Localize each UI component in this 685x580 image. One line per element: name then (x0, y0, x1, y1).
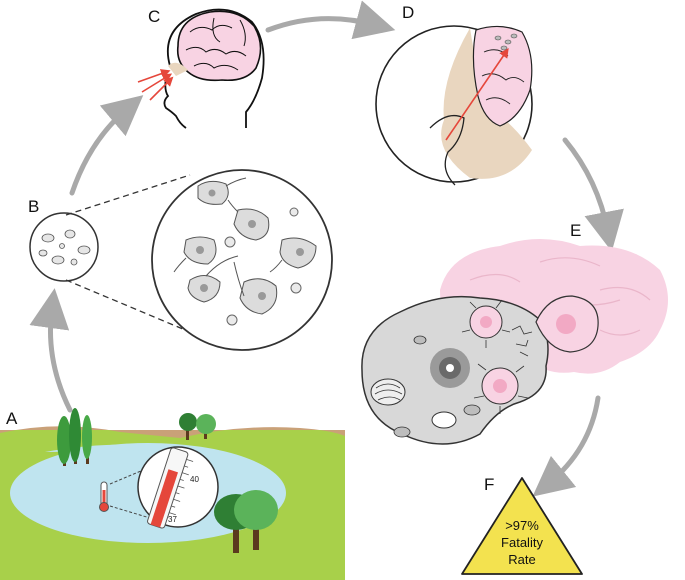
arrow-d-to-e (562, 137, 624, 252)
arrow-c-to-d (265, 0, 396, 40)
arrow-e-to-f (532, 395, 601, 497)
warning-triangle (461, 477, 583, 575)
brain-c (176, 10, 262, 82)
round-trees-back (179, 413, 216, 440)
migration-arrow (445, 48, 509, 141)
panel-label-b: B (28, 197, 39, 216)
vacuole (431, 411, 457, 429)
round-trees-front (214, 490, 278, 553)
panel-label-c: C (148, 7, 160, 26)
lake-landscape: 40 37 (0, 408, 345, 580)
sample-circle-magnified (151, 169, 333, 351)
nasal-zoom (375, 25, 533, 186)
temp-low-label: 37 (168, 515, 177, 524)
flow-arrows (29, 0, 624, 497)
fatality-label: Fatality (501, 535, 543, 550)
engulfed-cells (461, 299, 529, 414)
head-profile (137, 8, 265, 129)
arrow-a-to-b (29, 288, 73, 413)
cyst-cells (224, 207, 302, 326)
fatality-warning: >97% Fatality Rate (461, 477, 583, 575)
infected-brain (361, 239, 668, 445)
thermometer-magnified: 40 37 (137, 446, 219, 529)
temp-high-label: 40 (190, 475, 199, 484)
nasal-region (168, 62, 188, 76)
panel-label-e: E (570, 221, 581, 240)
cypress-trees (57, 408, 92, 466)
thermometer-icon (99, 481, 109, 512)
entry-arrows (137, 69, 174, 101)
arrow-b-to-c (69, 95, 144, 196)
mitochondrion (370, 378, 406, 406)
panel-label-d: D (402, 3, 414, 22)
rate-label: Rate (508, 552, 535, 567)
head-outline (163, 8, 265, 129)
fatality-percent: >97% (505, 518, 539, 533)
panel-label-a: A (6, 409, 18, 428)
water-sample (29, 169, 333, 351)
panel-label-f: F (484, 475, 494, 494)
